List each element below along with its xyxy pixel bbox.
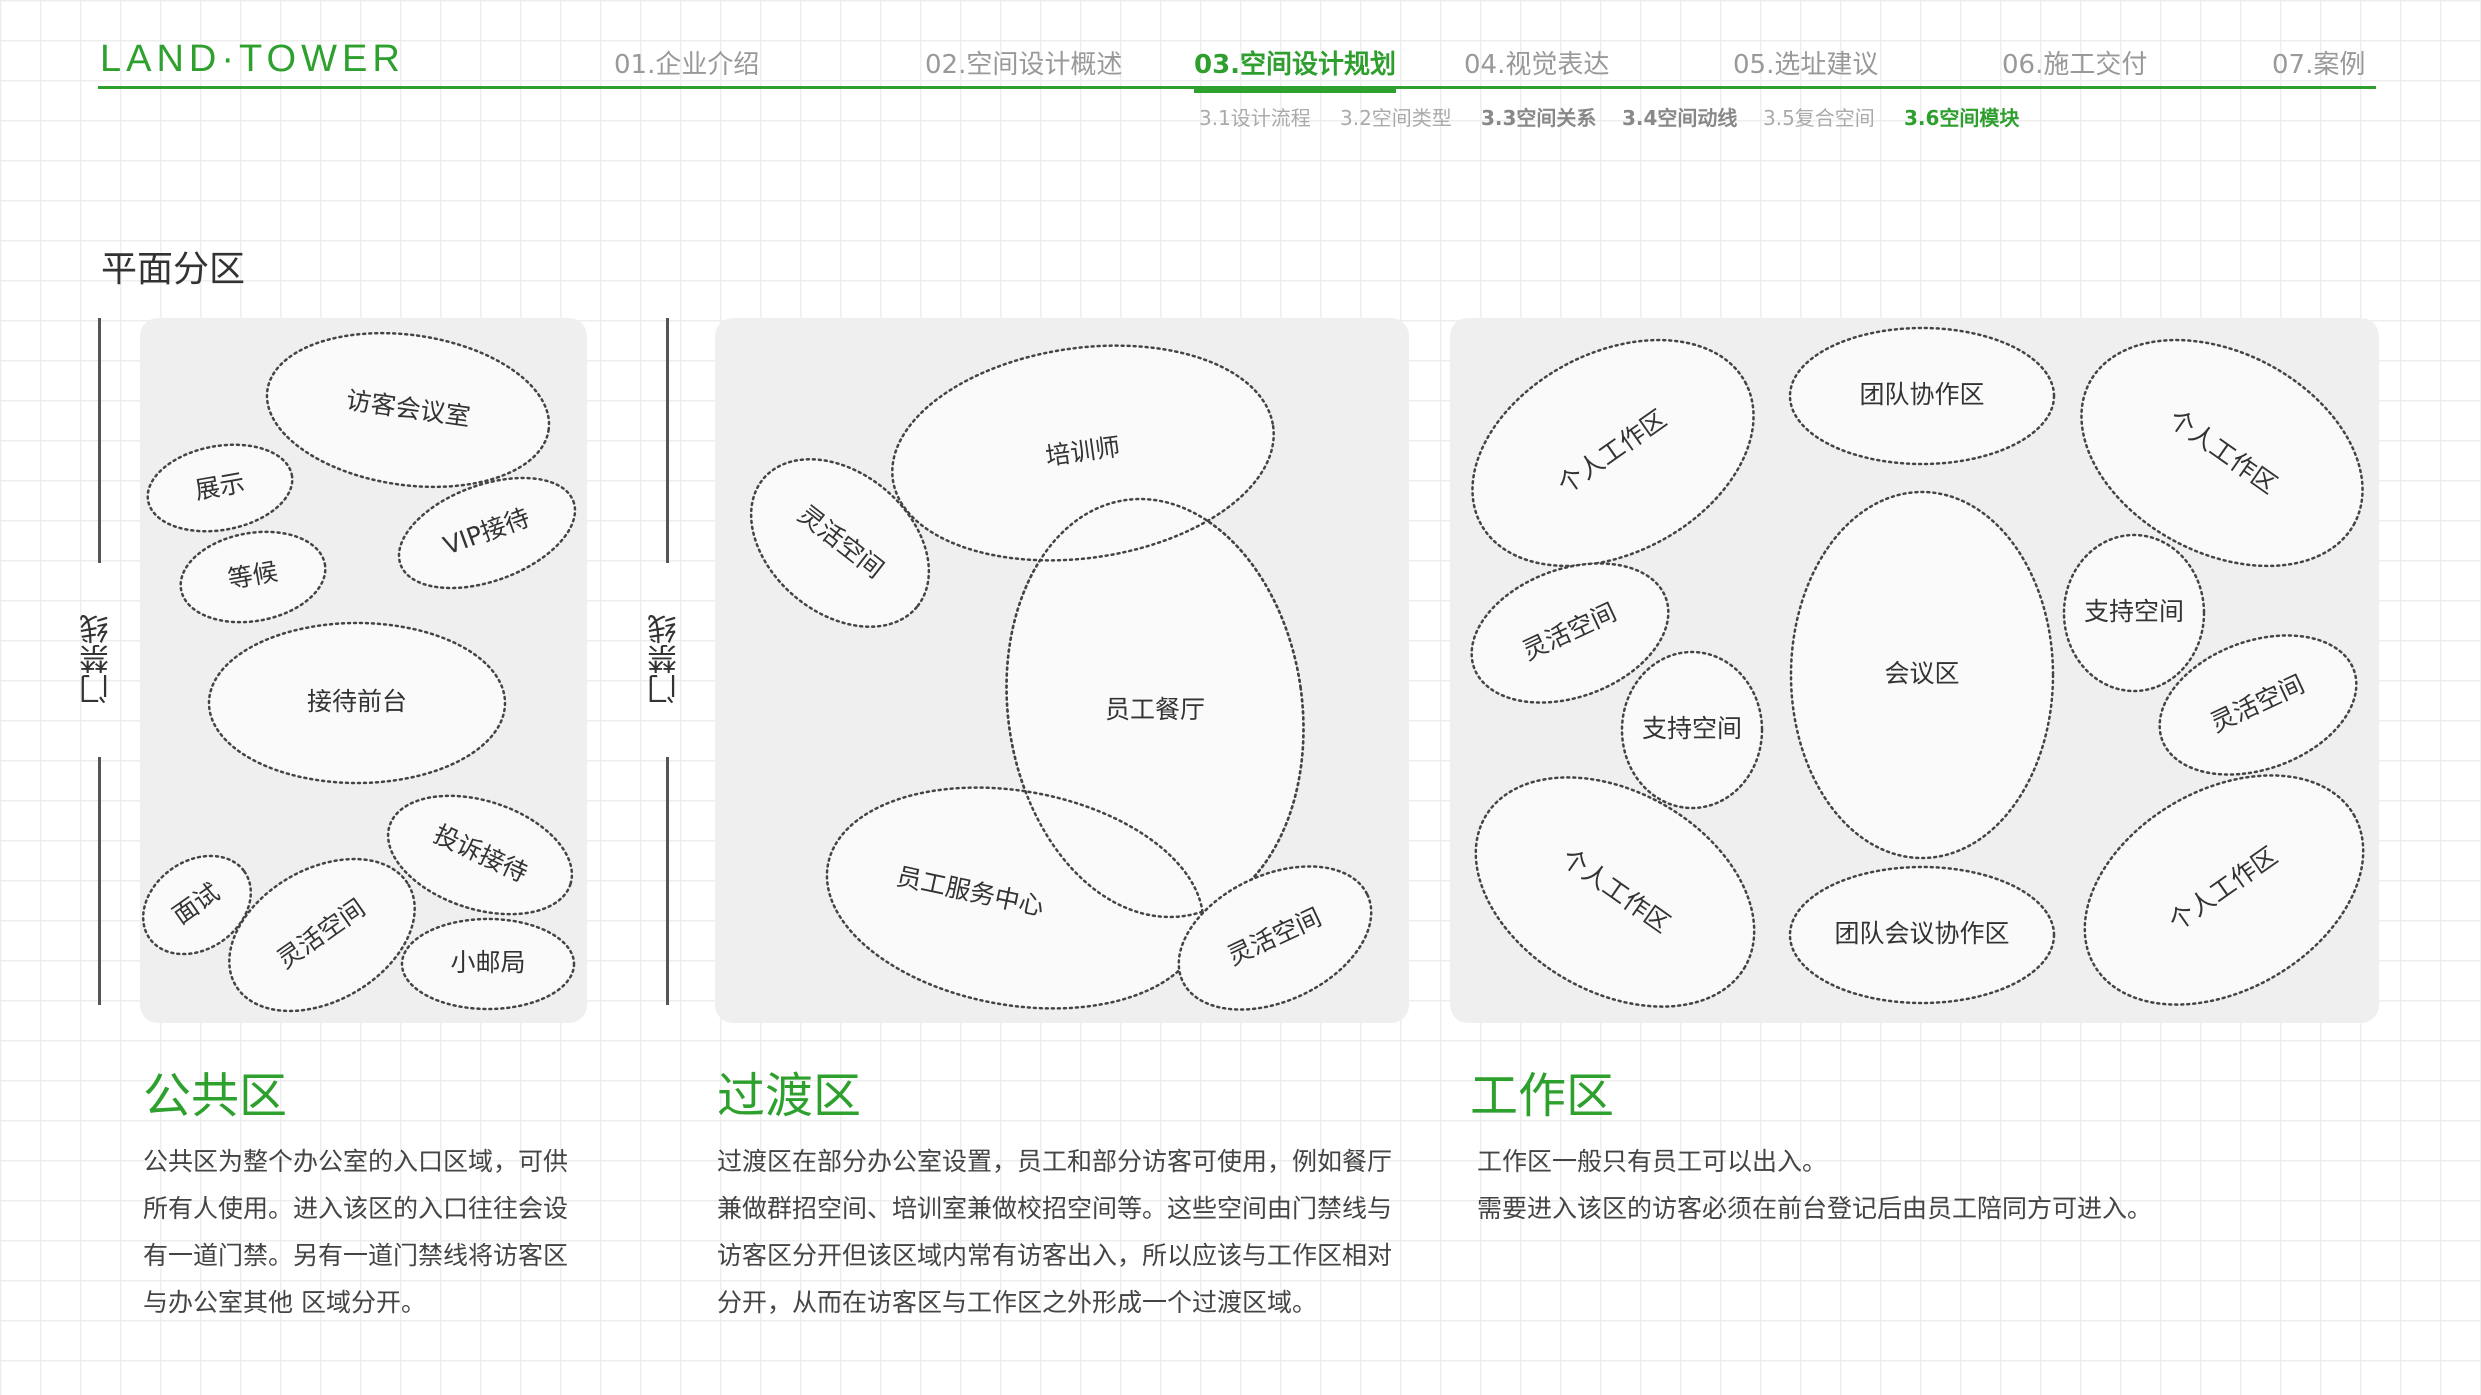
gate-line-1-bottom [98,757,101,1005]
nav-space-design-overview[interactable]: 02.空间设计概述 [925,50,1123,80]
space-personal-work-1: 个人工作区 [1471,338,1755,568]
space-team-meeting-collaboration: 团队会议协作区 [1788,865,2056,1005]
nav-cases[interactable]: 07.案例 [2272,50,2366,80]
space-personal-work-2: 个人工作区 [2080,338,2364,568]
subnav-space-types[interactable]: 3.2空间类型 [1340,106,1452,130]
space-personal-work-4: 个人工作区 [2083,774,2365,1006]
gate-line-2-top [666,318,669,563]
space-flexible-2: 灵活空间 [1177,865,1373,1011]
gate-line-2-bottom [666,757,669,1005]
space-flexible-1: 灵活空间 [749,458,931,628]
work-zone-panel: 个人工作区 团队协作区 个人工作区 灵活空间 会议区 支持空间 支持空间 灵活 [1450,318,2379,1023]
nav-divider [98,86,2376,89]
space-support-1: 支持空间 [1620,650,1764,810]
space-mail-room: 小邮局 [400,917,576,1011]
space-label: 会议区 [1884,659,1959,688]
space-support-2: 支持空间 [2062,533,2206,693]
transition-zone-diagram: 培训师 灵活空间 员工服务中心 员工餐厅 灵活空间 [749,344,1373,1011]
transition-zone-description: 过渡区在部分办公室设置，员工和部分访客可使用，例如餐厅 兼做群招空间、培训室兼做… [717,1147,1393,1317]
nav-space-design-planning[interactable]: 03.空间设计规划 [1194,44,1397,93]
gate-label-2: 门禁线 [648,614,683,704]
space-flexible-1: 灵活空间 [1470,562,1670,704]
space-label-canteen: 员工餐厅 [1105,695,1205,724]
subnav-circulation[interactable]: 3.4空间动线 [1622,106,1738,130]
work-zone-diagram: 个人工作区 团队协作区 个人工作区 灵活空间 会议区 支持空间 支持空间 灵活 [1470,326,2365,1008]
space-interview: 面试 [141,854,253,956]
space-label: 支持空间 [2084,597,2184,626]
nav-site-selection[interactable]: 05.选址建议 [1733,50,1879,80]
space-complaint-reception: 投诉接待 [386,794,574,916]
space-label: 团队协作区 [1859,380,1984,409]
space-visitor-meeting-room: 访客会议室 [265,331,551,489]
transition-zone-title: 过渡区 [717,1068,862,1124]
canteen-outline-overlay [1005,497,1305,919]
space-label: 小邮局 [450,948,525,977]
work-zone-description: 工作区一般只有员工可以出入。 需要进入该区的访客必须在前台登记后由员工陪同方可进… [1477,1147,2153,1223]
space-team-collaboration: 团队协作区 [1788,326,2056,466]
space-vip-reception: VIP接待 [397,476,577,590]
nav-construction-delivery[interactable]: 06.施工交付 [2002,50,2148,80]
subnav-design-process[interactable]: 3.1设计流程 [1199,106,1311,130]
subnav-composite-space[interactable]: 3.5复合空间 [1763,106,1875,130]
space-waiting: 等候 [179,530,327,624]
space-personal-work-3: 个人工作区 [1474,776,1756,1008]
gate-label-1: 门禁线 [80,614,115,704]
section-title: 平面分区 [101,249,246,290]
space-flexible: 灵活空间 [228,857,416,1013]
space-meeting: 会议区 [1789,490,2055,860]
work-zone-title: 工作区 [1470,1068,1615,1124]
space-label: 接待前台 [307,687,407,716]
gate-line-1-top [98,318,101,563]
space-staff-service-center: 员工服务中心 [825,786,1205,1010]
space-flexible-2: 灵活空间 [2158,634,2358,776]
nav-company-intro[interactable]: 01.企业介绍 [614,50,760,80]
subnav-space-modules[interactable]: 3.6空间模块 [1904,106,2020,130]
space-display: 展示 [146,443,294,533]
public-zone-panel: 访客会议室 展示 VIP接待 等候 接待前台 投诉接待 面试 灵活空间 [140,318,587,1023]
space-label: 团队会议协作区 [1834,919,2009,948]
subnav-space-relations[interactable]: 3.3空间关系 [1481,106,1597,130]
space-label: 支持空间 [1642,714,1742,743]
nav-visual-expression[interactable]: 04.视觉表达 [1464,50,1610,80]
logo: LAND·TOWER [100,38,405,80]
public-zone-description: 公共区为整个办公室的入口区域，可供 所有人使用。进入该区的入口往往会设 有一道门… [143,1147,569,1317]
public-zone-diagram: 访客会议室 展示 VIP接待 等候 接待前台 投诉接待 面试 灵活空间 [141,331,577,1013]
space-front-desk: 接待前台 [207,621,507,785]
public-zone-title: 公共区 [143,1068,288,1124]
transition-zone-panel: 培训师 灵活空间 员工服务中心 员工餐厅 灵活空间 [715,318,1409,1023]
